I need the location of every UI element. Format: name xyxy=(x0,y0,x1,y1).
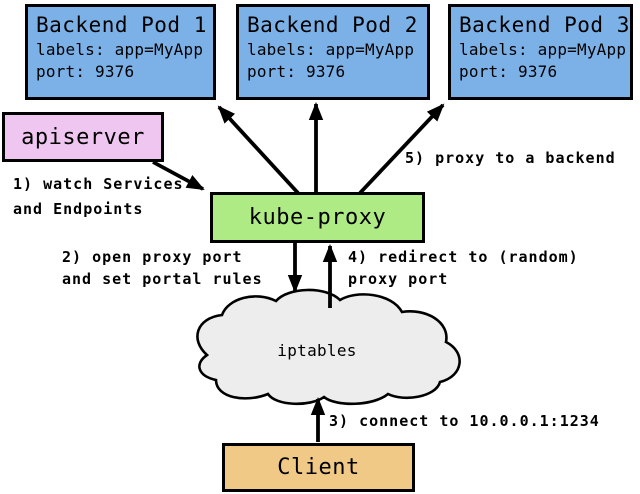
backend-pod-3-port: port: 9376 xyxy=(459,62,558,81)
backend-pod-3-labels: labels: app=MyApp xyxy=(459,40,627,59)
backend-pod-3-box: Backend Pod 3 labels: app=MyApp port: 93… xyxy=(448,4,633,100)
apiserver-label: apiserver xyxy=(21,124,145,150)
annotation-step1-watch-services: 1) watch Services and Endpoints xyxy=(13,175,184,218)
backend-pod-2-labels: labels: app=MyApp xyxy=(247,40,415,59)
client-label: Client xyxy=(277,455,360,480)
backend-pod-1-port: port: 9376 xyxy=(36,62,135,81)
arrow-kubeproxy-to-pod3 xyxy=(358,103,445,195)
apiserver-box: apiserver xyxy=(2,112,164,162)
kube-proxy-label: kube-proxy xyxy=(248,205,387,230)
backend-pod-2-title: Backend Pod 2 xyxy=(247,13,418,37)
backend-pod-2-port: port: 9376 xyxy=(247,62,346,81)
backend-pod-1-labels: labels: app=MyApp xyxy=(36,40,204,59)
iptables-label: iptables xyxy=(277,341,357,360)
arrow-kubeproxy-to-pod1 xyxy=(217,105,300,195)
backend-pod-2-box: Backend Pod 2 labels: app=MyApp port: 93… xyxy=(236,4,430,100)
arrow-apiserver-to-kubeproxy xyxy=(152,160,205,191)
backend-pod-1-title: Backend Pod 1 xyxy=(36,13,207,37)
annotation-step4-redirect: 4) redirect to (random) proxy port xyxy=(348,248,579,288)
kube-proxy-box: kube-proxy xyxy=(210,192,425,243)
annotation-step5-proxy-to-backend: 5) proxy to a backend xyxy=(405,149,616,167)
backend-pod-3-title: Backend Pod 3 xyxy=(459,13,630,37)
annotation-step3-connect: 3) connect to 10.0.0.1:1234 xyxy=(329,412,600,430)
iptables-cloud xyxy=(196,288,461,406)
backend-pod-1-box: Backend Pod 1 labels: app=MyApp port: 93… xyxy=(25,4,216,100)
client-box: Client xyxy=(222,443,415,492)
annotation-step2-open-proxy-port: 2) open proxy port and set portal rules xyxy=(62,248,263,288)
